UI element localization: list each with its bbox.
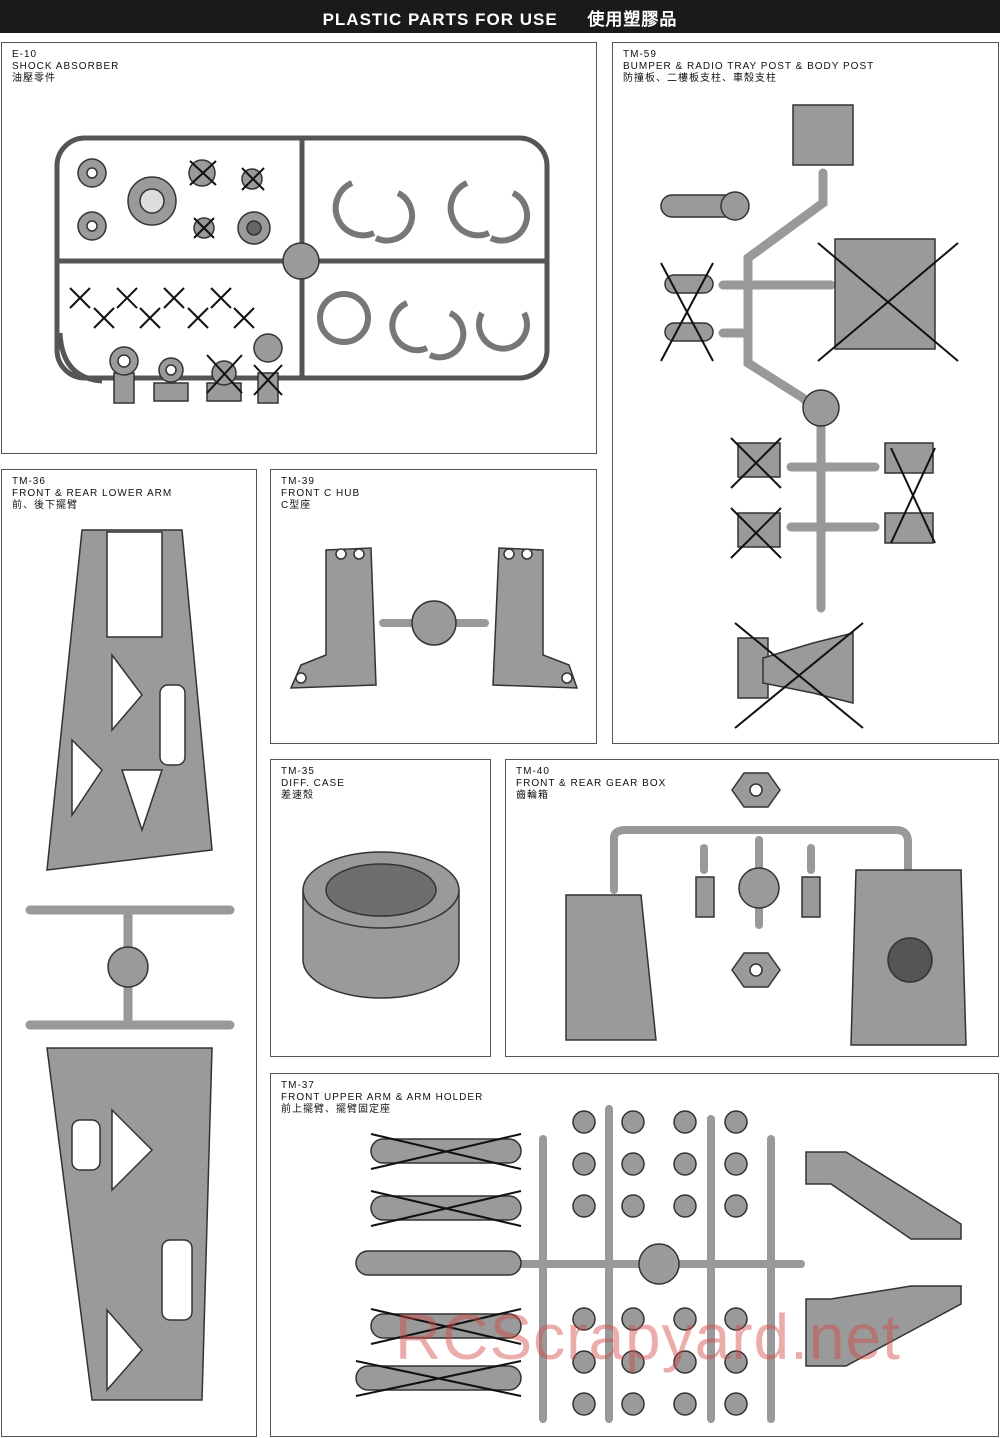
- title-chinese: 使用塑膠品: [587, 10, 678, 29]
- part-name: FRONT & REAR LOWER ARM: [12, 488, 173, 499]
- panel-tm37-upper-arm-holder: TM-37 FRONT UPPER ARM & ARM HOLDER 前上擺臂、…: [270, 1073, 999, 1437]
- part-name: BUMPER & RADIO TRAY POST & BODY POST: [623, 61, 875, 72]
- gear-box-sprue-drawing: [565, 772, 967, 1046]
- panel-tm36-lower-arm: TM-36 FRONT & REAR LOWER ARM 前、後下擺臂: [1, 469, 257, 1437]
- panel-tm35-diff-case: TM-35 DIFF. CASE 差速殼: [270, 759, 491, 1057]
- upper-arm-sprue-drawing: [355, 1105, 962, 1423]
- part-code: TM-39: [281, 476, 315, 487]
- page-header: PLASTIC PARTS FOR USE 使用塑膠品: [0, 0, 1000, 33]
- panel-label: TM-36 FRONT & REAR LOWER ARM 前、後下擺臂: [12, 476, 172, 512]
- part-name-zh: 油壓零件: [12, 73, 56, 84]
- c-hub-sprue-drawing: [289, 547, 579, 689]
- part-name-zh: 齒輪箱: [516, 790, 549, 801]
- part-name: SHOCK ABSORBER: [12, 61, 120, 72]
- part-name: FRONT & REAR GEAR BOX: [516, 778, 667, 789]
- panel-label: TM-35 DIFF. CASE 差速殼: [281, 766, 345, 802]
- panel-label: TM-39 FRONT C HUB C型座: [281, 476, 360, 512]
- watermark-text: RCScrapyard.net: [395, 1301, 901, 1373]
- part-code: TM-37: [281, 1080, 315, 1091]
- part-name-zh: 前、後下擺臂: [12, 500, 78, 511]
- page-title: PLASTIC PARTS FOR USE 使用塑膠品: [0, 5, 1000, 30]
- panel-tm40-gear-box: TM-40 FRONT & REAR GEAR BOX 齒輪箱: [505, 759, 999, 1057]
- panel-label: TM-40 FRONT & REAR GEAR BOX 齒輪箱: [516, 766, 666, 802]
- panel-label: TM-59 BUMPER & RADIO TRAY POST & BODY PO…: [623, 49, 874, 85]
- part-name: FRONT UPPER ARM & ARM HOLDER: [281, 1092, 484, 1103]
- title-english: PLASTIC PARTS FOR USE: [322, 10, 558, 29]
- panel-label: E-10 SHOCK ABSORBER 油壓零件: [12, 49, 119, 85]
- part-name-zh: 防撞板、二樓板支柱、車殼支柱: [623, 73, 777, 84]
- part-name: FRONT C HUB: [281, 488, 361, 499]
- panel-e10-shock-absorber: E-10 SHOCK ABSORBER 油壓零件: [1, 42, 597, 454]
- part-code: TM-36: [12, 476, 46, 487]
- shock-absorber-sprue-drawing: [54, 135, 550, 404]
- panel-label: TM-37 FRONT UPPER ARM & ARM HOLDER 前上擺臂、…: [281, 1080, 483, 1116]
- part-code: TM-40: [516, 766, 550, 777]
- part-name-zh: 差速殼: [281, 790, 314, 801]
- part-code: TM-59: [623, 49, 657, 60]
- part-code: E-10: [12, 49, 38, 60]
- bumper-sprue-drawing: [660, 104, 959, 729]
- lower-arm-sprue-drawing: [25, 529, 235, 1401]
- part-code: TM-35: [281, 766, 315, 777]
- part-name-zh: 前上擺臂、擺臂固定座: [281, 1104, 391, 1115]
- panel-tm39-c-hub: TM-39 FRONT C HUB C型座: [270, 469, 597, 744]
- diff-case-drawing: [302, 851, 460, 999]
- part-name-zh: C型座: [281, 500, 312, 511]
- panel-tm59-bumper-posts: TM-59 BUMPER & RADIO TRAY POST & BODY PO…: [612, 42, 999, 744]
- part-name: DIFF. CASE: [281, 778, 345, 789]
